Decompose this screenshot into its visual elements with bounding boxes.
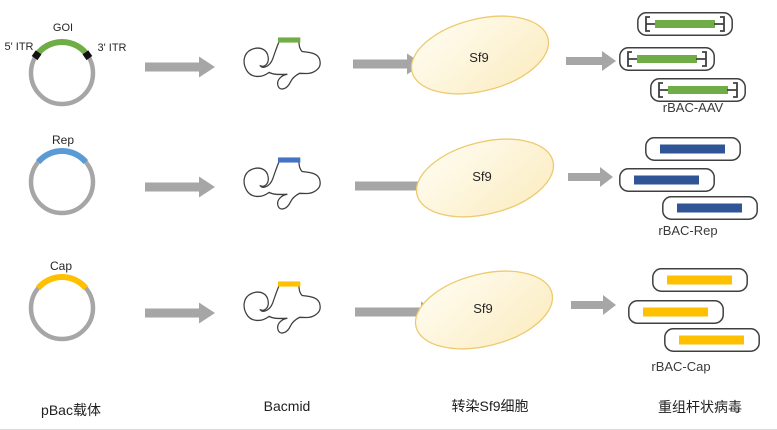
goi-cassette-bar: [637, 55, 697, 63]
product-label-rep: rBAC-Rep: [658, 223, 718, 238]
arrow-right-icon: [353, 53, 423, 75]
rep-label: Rep: [51, 133, 74, 147]
rep-cassette-bar: [677, 203, 742, 213]
product-label-cap: rBAC-Cap: [651, 359, 711, 374]
baculovirus-particle-rep: [662, 196, 758, 220]
cap-arc-segment: [35, 274, 89, 291]
rep-insert-segment: [278, 157, 301, 163]
itr-symbol-icon: [627, 51, 638, 67]
bacmid-loop: [243, 39, 321, 90]
stage-label-transfect-sf9: 转染Sf9细胞: [451, 398, 529, 414]
cap-cassette-bar: [643, 307, 708, 317]
rep-arc-segment: [35, 148, 89, 165]
goi-label: GOI: [52, 22, 74, 34]
plasmid-goi: [28, 39, 96, 107]
goi-insert-segment: [278, 37, 301, 43]
arrow-right-icon: [145, 302, 215, 324]
sf9-label: Sf9: [472, 169, 492, 184]
arrow-right-icon: [355, 301, 437, 323]
arrow-right-icon: [568, 167, 613, 187]
goi-cassette-bar: [668, 86, 728, 94]
itr-symbol-icon: [727, 82, 738, 98]
sf9-label: Sf9: [469, 50, 489, 65]
itr5-label: 5' ITR: [4, 41, 34, 53]
plasmid-cap: [28, 274, 96, 342]
stage-label-recombinant-baculovirus: 重组杆状病毒: [658, 399, 742, 415]
itr-3-marker: [82, 50, 93, 61]
sf9-cell: [410, 15, 550, 95]
arrow-right-icon: [571, 295, 616, 315]
cap-insert-segment: [278, 281, 301, 287]
cap-cassette-bar: [679, 335, 744, 345]
baculovirus-particle-aav: [650, 78, 746, 102]
itr-5-marker: [31, 50, 42, 61]
rep-cassette-bar: [660, 144, 725, 154]
baculovirus-particle-cap: [652, 268, 748, 292]
sf9-label: Sf9: [473, 301, 493, 316]
cap-label: Cap: [49, 259, 72, 273]
baculovirus-particle-cap: [628, 300, 724, 324]
bacmid-rep: [243, 157, 321, 210]
bacmid-loop: [243, 283, 321, 334]
product-label-aav: rBAC-AAV: [662, 100, 724, 115]
sf9-cell: [415, 138, 555, 218]
itr-symbol-icon: [645, 16, 656, 32]
itr-symbol-icon: [714, 16, 725, 32]
baculovirus-particle-aav: [637, 12, 733, 36]
baculovirus-particle-aav: [619, 47, 715, 71]
cell-body: [414, 270, 554, 350]
arrow-right-icon: [145, 176, 215, 198]
cap-cassette-bar: [667, 275, 732, 285]
itr-symbol-icon: [658, 82, 669, 98]
cell-body: [410, 15, 550, 95]
sf9-cell: [414, 270, 554, 350]
arrow-right-icon: [566, 51, 616, 71]
baculovirus-particle-cap: [664, 328, 760, 352]
stage-label-bacmid: Bacmid: [263, 398, 311, 414]
bacmid-loop: [243, 159, 321, 210]
bacmid-cap: [243, 281, 321, 334]
itr3-label: 3' ITR: [97, 42, 127, 54]
baculovirus-particle-rep: [619, 168, 715, 192]
plasmid-rep: [28, 148, 96, 216]
cell-body: [415, 138, 555, 218]
rep-cassette-bar: [634, 175, 699, 185]
baculovirus-particle-rep: [645, 137, 741, 161]
goi-arc-segment: [34, 39, 90, 58]
goi-cassette-bar: [655, 20, 715, 28]
arrow-right-icon: [355, 175, 437, 197]
bacmid-goi: [243, 37, 321, 90]
arrow-right-icon: [145, 56, 215, 78]
stage-label-pbac-vector: pBac载体: [41, 402, 101, 418]
itr-symbol-icon: [696, 51, 707, 67]
